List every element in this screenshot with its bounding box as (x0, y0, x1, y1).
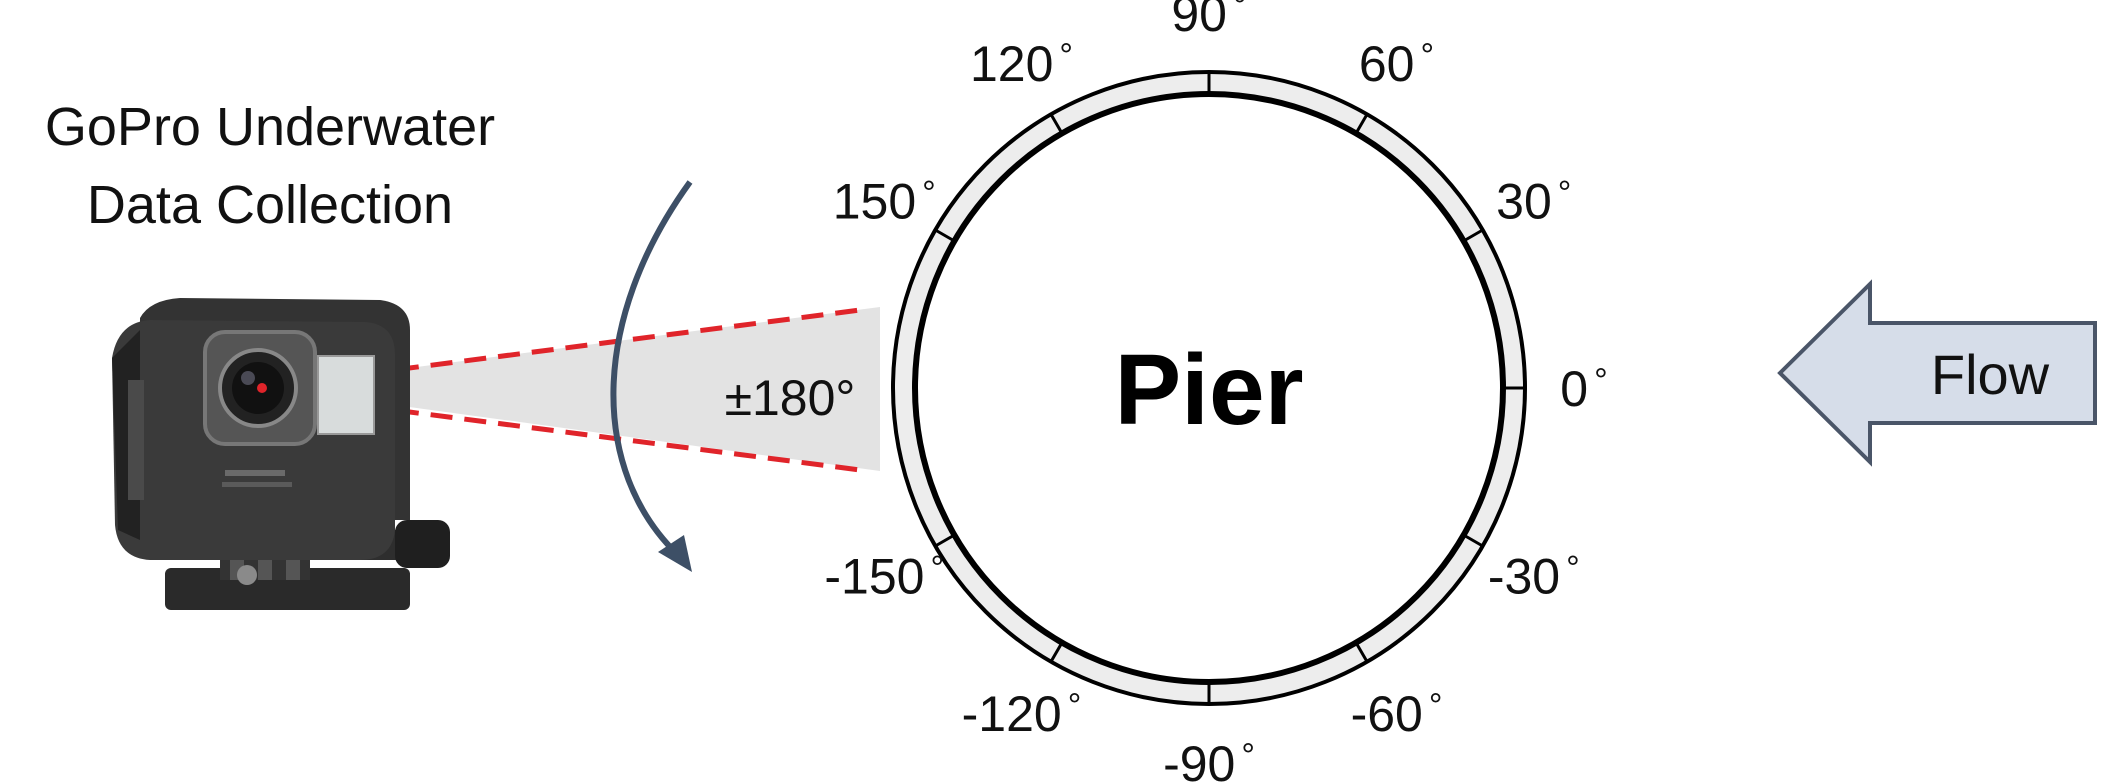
degree-symbol: ° (930, 550, 944, 588)
angle-label: 0° (1560, 361, 1607, 417)
gopro-camera-icon (112, 298, 450, 610)
degree-symbol: ° (1594, 362, 1608, 400)
pier-ring (891, 70, 1527, 706)
degree-symbol: ° (1241, 737, 1255, 775)
title-line-2: Data Collection (86, 175, 454, 235)
degree-symbol: ° (922, 175, 936, 213)
flow-label: Flow (1931, 343, 2050, 406)
angle-label: -60° (1351, 686, 1443, 742)
angle-label: -120° (962, 686, 1082, 742)
angle-tick (1049, 113, 1064, 135)
degree-symbol: ° (1421, 37, 1435, 75)
degree-symbol: ° (1558, 175, 1572, 213)
angle-label: 30° (1496, 174, 1571, 230)
degree-symbol: ° (1233, 0, 1247, 25)
angle-label: -90° (1163, 736, 1255, 784)
title-line-1: GoPro Underwater (44, 97, 496, 157)
degree-symbol: ° (1068, 687, 1082, 725)
angle-label: 90° (1171, 0, 1246, 42)
angle-tick (934, 228, 956, 243)
camera-view-cone (262, 307, 880, 471)
angle-tick (1354, 641, 1369, 663)
pier-label: Pier (1114, 334, 1303, 446)
left-arrow-icon (1777, 279, 2097, 467)
degree-symbol: ° (1429, 687, 1443, 725)
angle-label: 60° (1359, 36, 1434, 92)
view-angle-label: ±180° (725, 370, 856, 426)
angle-label: -150° (824, 549, 944, 605)
angle-ticks (934, 72, 1525, 704)
angle-tick (1462, 228, 1484, 243)
angle-tick (1049, 641, 1064, 663)
angle-tick (934, 533, 956, 548)
angle-label: 150° (833, 174, 936, 230)
angle-label: -30° (1488, 549, 1580, 605)
curved-arrow-icon (610, 180, 693, 572)
angle-tick (1354, 113, 1369, 135)
degree-symbol: ° (1566, 550, 1580, 588)
angle-label: 120° (970, 36, 1073, 92)
degree-symbol: ° (1059, 37, 1073, 75)
angle-tick (1462, 533, 1484, 548)
